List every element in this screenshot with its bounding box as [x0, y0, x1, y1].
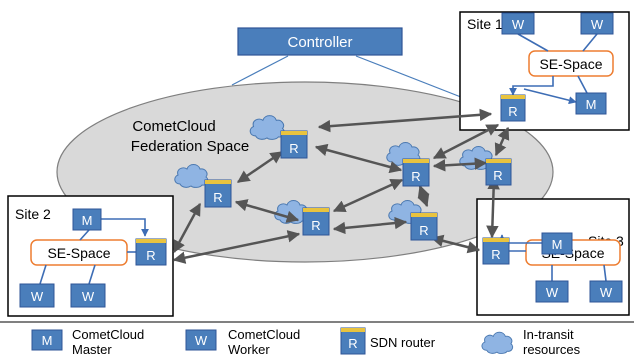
link-arrow — [332, 178, 404, 213]
site-3-worker-1: W — [535, 280, 569, 303]
svg-text:W: W — [591, 17, 604, 32]
router-links — [172, 108, 510, 264]
site-2-label: Site 2 — [15, 206, 51, 222]
router-federation-lower: R — [410, 212, 438, 241]
site-2-link — [88, 264, 96, 285]
link-arrow — [172, 230, 301, 264]
legend-master-line1: CometCloud — [72, 327, 144, 342]
svg-text:R: R — [311, 218, 320, 233]
svg-text:W: W — [31, 289, 44, 304]
svg-text:W: W — [600, 285, 613, 300]
site-2-worker-1: W — [19, 283, 55, 308]
svg-text:M: M — [552, 237, 563, 252]
cloud-icon — [481, 331, 514, 354]
svg-text:R: R — [491, 247, 500, 262]
svg-text:W: W — [82, 289, 95, 304]
site-1-link — [582, 33, 598, 52]
site-2-master: M — [72, 208, 102, 231]
site-2-link — [101, 218, 149, 237]
svg-text:R: R — [348, 336, 357, 351]
site-1-link — [517, 33, 549, 52]
svg-text:W: W — [512, 17, 525, 32]
router-site-2: R — [135, 238, 167, 266]
router-federation-top: R — [280, 130, 308, 159]
link-arrow — [236, 150, 284, 184]
site-3-worker-2: W — [589, 280, 623, 303]
legend-resources-line2: resources — [523, 342, 581, 357]
legend-resources: In-transit resources — [481, 327, 581, 357]
svg-text:M: M — [42, 333, 53, 348]
site-3-master: M — [541, 232, 573, 255]
site-1-label: Site 1 — [467, 16, 503, 32]
site-1-worker-2: W — [580, 12, 614, 35]
router-federation-right: R — [485, 158, 512, 186]
federation-label-line2: Federation Space — [131, 138, 249, 155]
link-arrow — [430, 234, 481, 254]
site-2-link — [79, 229, 90, 241]
link-arrow — [494, 126, 510, 157]
link-arrow — [417, 184, 430, 208]
controller-label: Controller — [287, 34, 352, 51]
legend-master: M CometCloud Master — [31, 327, 144, 357]
svg-text:W: W — [195, 333, 208, 348]
svg-text:R: R — [146, 248, 155, 263]
site-1-se-space — [528, 50, 614, 77]
site-1-se-space-label: SE-Space — [539, 56, 602, 72]
site-1-link — [523, 88, 577, 105]
router-site-1: R — [500, 94, 526, 122]
site-2-worker-2: W — [70, 283, 106, 308]
svg-text:M: M — [82, 213, 93, 228]
router-federation-bottom: R — [302, 207, 330, 236]
legend-master-line2: Master — [72, 342, 112, 357]
router-site-3: R — [482, 237, 510, 265]
site-2-link — [39, 264, 47, 285]
controller-link-right — [355, 55, 467, 100]
svg-text:R: R — [493, 168, 502, 183]
site-1-link — [509, 76, 554, 96]
site-3-link — [603, 264, 607, 282]
svg-text:R: R — [419, 223, 428, 238]
svg-text:R: R — [213, 190, 222, 205]
legend-worker: W CometCloud Worker — [185, 327, 300, 357]
svg-text:R: R — [289, 141, 298, 156]
link-arrow — [332, 216, 408, 235]
svg-text:R: R — [508, 104, 517, 119]
svg-text:M: M — [586, 97, 597, 112]
site-1-link — [577, 75, 588, 94]
site-1-worker-1: W — [501, 12, 535, 35]
router-federation-center: R — [402, 158, 430, 187]
svg-text:R: R — [411, 169, 420, 184]
legend-router-label: SDN router — [370, 335, 436, 350]
link-arrow — [314, 143, 403, 174]
controller: Controller — [237, 27, 403, 56]
link-arrow — [432, 157, 488, 172]
link-arrow — [234, 199, 300, 223]
controller-link-left — [231, 55, 289, 86]
site-1-master: M — [575, 92, 607, 115]
legend-worker-line2: Worker — [228, 342, 270, 357]
site-2-se-space-label: SE-Space — [47, 245, 110, 261]
legend-router: R SDN router — [340, 327, 436, 355]
link-arrow — [486, 176, 500, 239]
svg-text:W: W — [546, 285, 559, 300]
legend-resources-line1: In-transit — [523, 327, 574, 342]
legend: M CometCloud Master W CometCloud Worker … — [31, 327, 581, 357]
legend-worker-line1: CometCloud — [228, 327, 300, 342]
federation-label-line1: CometCloud — [132, 118, 215, 135]
router-federation-left: R — [204, 179, 232, 208]
link-arrow — [317, 108, 493, 133]
